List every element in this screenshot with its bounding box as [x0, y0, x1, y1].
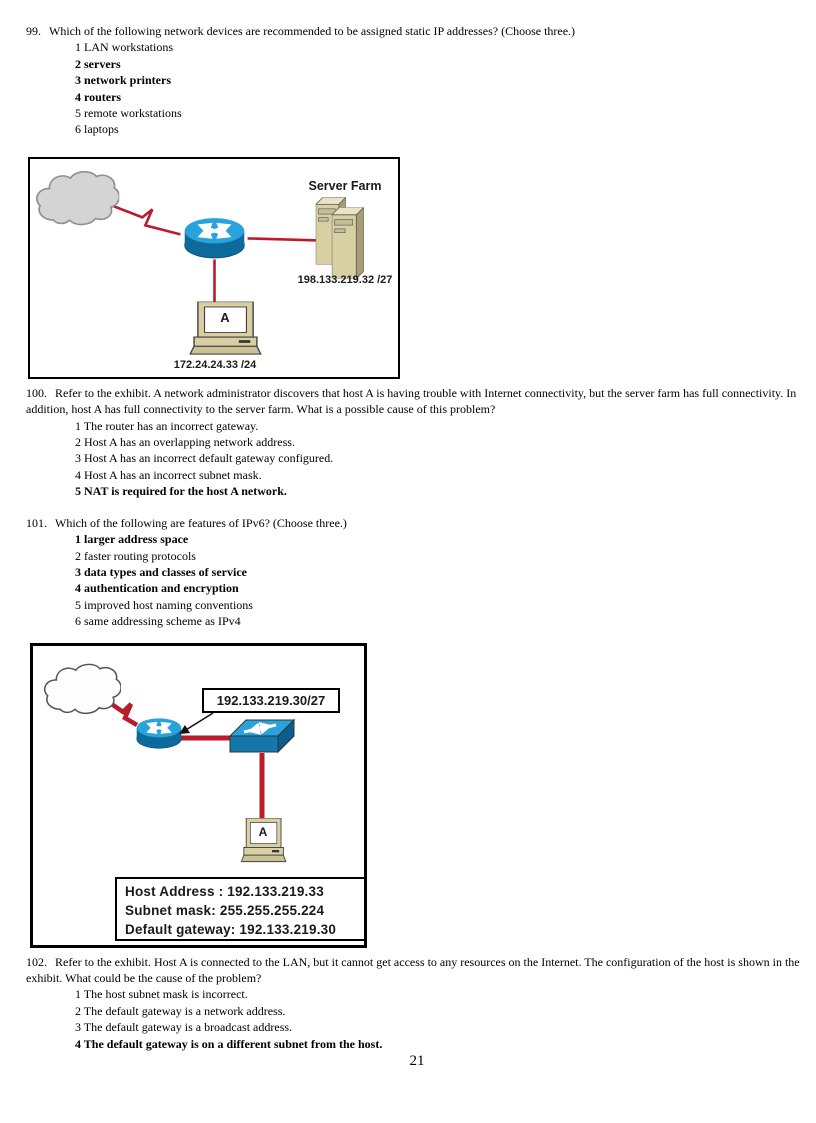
document-page: 99. Which of the following network device… [26, 23, 808, 1069]
server-farm-label: Server Farm [308, 178, 382, 193]
page-number: 21 [409, 1052, 425, 1069]
callout-arrow [179, 711, 214, 734]
option: 2 Host A has an overlapping network addr… [75, 435, 295, 450]
question-99: 99. Which of the following network device… [26, 23, 808, 138]
host-address-line: Host Address : 192.133.219.33 [125, 883, 324, 899]
subnet-mask-line: Subnet mask: 255.255.255.224 [125, 902, 325, 918]
router-icon [185, 218, 245, 258]
router-ip-callout: 192.133.219.30/27 [202, 687, 340, 713]
internet-cloud-icon [43, 663, 121, 714]
router-icon [137, 718, 182, 748]
option: 6 laptops [75, 122, 119, 137]
wan-link-line [105, 201, 181, 236]
question-100-text: 100.Refer to the exhibit. A network admi… [26, 385, 808, 418]
option: 3 The default gateway is a broadcast add… [75, 1020, 293, 1035]
network-diagram-1 [35, 170, 364, 355]
server-icon [331, 207, 364, 279]
host-config-box: Host Address : 192.133.219.33 Subnet mas… [115, 876, 366, 941]
host-a-label: A [220, 309, 230, 325]
exhibit-network-diagram-1: Server Farm 198.133.219.32 /27 A 172.24.… [28, 156, 400, 379]
option-answer: 2 servers [75, 56, 121, 71]
internet-cloud-icon [35, 170, 120, 226]
option: 5 remote workstations [75, 106, 182, 121]
question-101: 101. Which of the following are features … [26, 515, 808, 630]
question-101-options: 1 larger address space 2 faster routing … [75, 531, 808, 629]
question-body: Refer to the exhibit. Host A is connecte… [26, 954, 800, 985]
option-answer: 3 data types and classes of service [75, 564, 247, 579]
question-body: Which of the following network devices a… [49, 24, 576, 38]
option-answer: 5 NAT is required for the host A network… [75, 484, 287, 499]
option-answer: 3 network printers [75, 73, 171, 88]
question-number: 102. [26, 954, 47, 969]
host-ip-label: 172.24.24.33 /24 [173, 358, 257, 371]
option: 1 The router has an incorrect gateway. [75, 418, 259, 433]
host-a-label: A [258, 824, 268, 839]
question-102-text: 102.Refer to the exhibit. Host A is conn… [26, 954, 808, 987]
question-number: 100. [26, 385, 47, 400]
option-answer: 1 larger address space [75, 532, 189, 547]
option: 5 improved host naming conventions [75, 597, 253, 612]
question-102-options: 1 The host subnet mask is incorrect. 2 T… [75, 986, 808, 1052]
option: 6 same addressing scheme as IPv4 [75, 614, 241, 629]
router-server-link-line [247, 236, 319, 242]
question-number: 101. [26, 515, 47, 530]
option: 4 Host A has an incorrect subnet mask. [75, 467, 262, 482]
question-body: Which of the following are features of I… [55, 515, 347, 530]
option: 2 The default gateway is a network addre… [75, 1003, 286, 1018]
option: 2 faster routing protocols [75, 548, 196, 563]
question-number: 99. [26, 24, 41, 38]
exhibit-network-diagram-2: 192.133.219.30/27 A Host Address : 192.1… [30, 642, 367, 948]
question-101-text: 101. Which of the following are features … [26, 515, 808, 531]
question-100: 100.Refer to the exhibit. A network admi… [26, 385, 808, 500]
default-gateway-line: Default gateway: 192.133.219.30 [125, 921, 337, 937]
network-diagram-2 [43, 663, 296, 862]
option-answer: 4 routers [75, 89, 122, 104]
option-answer: 4 authentication and encryption [75, 581, 239, 596]
server-farm-ip-label: 198.133.219.32 /27 [297, 273, 393, 286]
option: 1 The host subnet mask is incorrect. [75, 987, 248, 1002]
question-99-text: 99. Which of the following network device… [26, 23, 808, 39]
switch-icon [228, 718, 296, 753]
question-100-options: 1 The router has an incorrect gateway. 2… [75, 418, 808, 500]
option: 1 LAN workstations [75, 40, 173, 55]
option: 3 Host A has an incorrect default gatewa… [75, 451, 334, 466]
wan-link-line [101, 695, 139, 727]
option-answer: 4 The default gateway is on a different … [75, 1036, 383, 1051]
question-102: 102.Refer to the exhibit. Host A is conn… [26, 954, 808, 1052]
question-body: Refer to the exhibit. A network administ… [26, 385, 797, 417]
question-99-options: 1 LAN workstations 2 servers 3 network p… [75, 39, 808, 137]
